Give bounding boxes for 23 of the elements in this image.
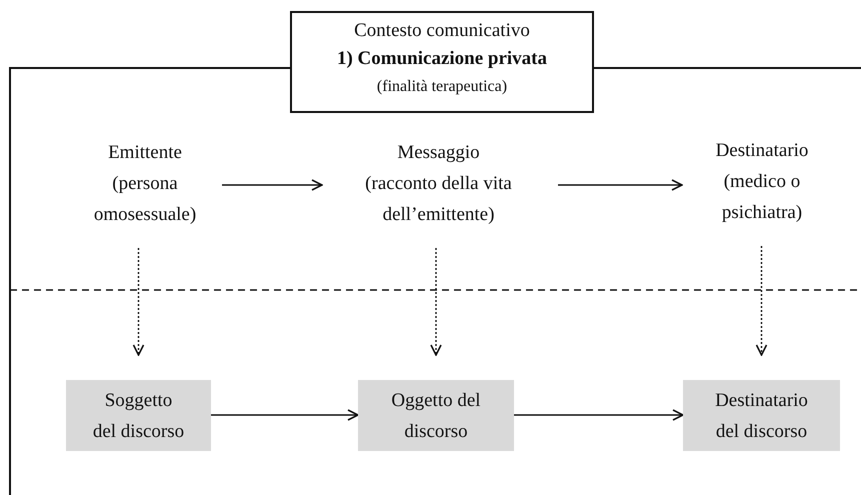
- context-title: 1) Comunicazione privata: [336, 47, 548, 71]
- box-label: Destinatario del discorso: [714, 388, 809, 444]
- dotted-arrow: [756, 246, 768, 356]
- role-heading: Emittente: [107, 141, 183, 165]
- role-description: (medico o psichiatra): [720, 170, 804, 225]
- dotted-arrow: [430, 248, 442, 356]
- context-note: (finalità terapeutica): [376, 77, 508, 97]
- role-description: (racconto della vita dell’emittente): [364, 172, 513, 227]
- arrow: [211, 409, 359, 421]
- discourse-box: [358, 380, 514, 451]
- box-label: Oggetto del discorso: [390, 388, 482, 444]
- context-heading: Contesto comunicativo: [353, 19, 531, 43]
- role-heading: Messaggio: [396, 141, 481, 165]
- discourse-box: [66, 380, 211, 451]
- discourse-box: [683, 380, 840, 451]
- dotted-arrow: [132, 248, 144, 356]
- role-description: (persona omosessuale): [92, 172, 198, 227]
- arrow: [514, 409, 684, 421]
- context-box: [290, 11, 594, 113]
- arrow: [222, 179, 323, 191]
- arrow: [558, 179, 683, 191]
- role-heading: Destinatario: [714, 139, 810, 163]
- box-label: Soggetto del discorso: [92, 388, 186, 444]
